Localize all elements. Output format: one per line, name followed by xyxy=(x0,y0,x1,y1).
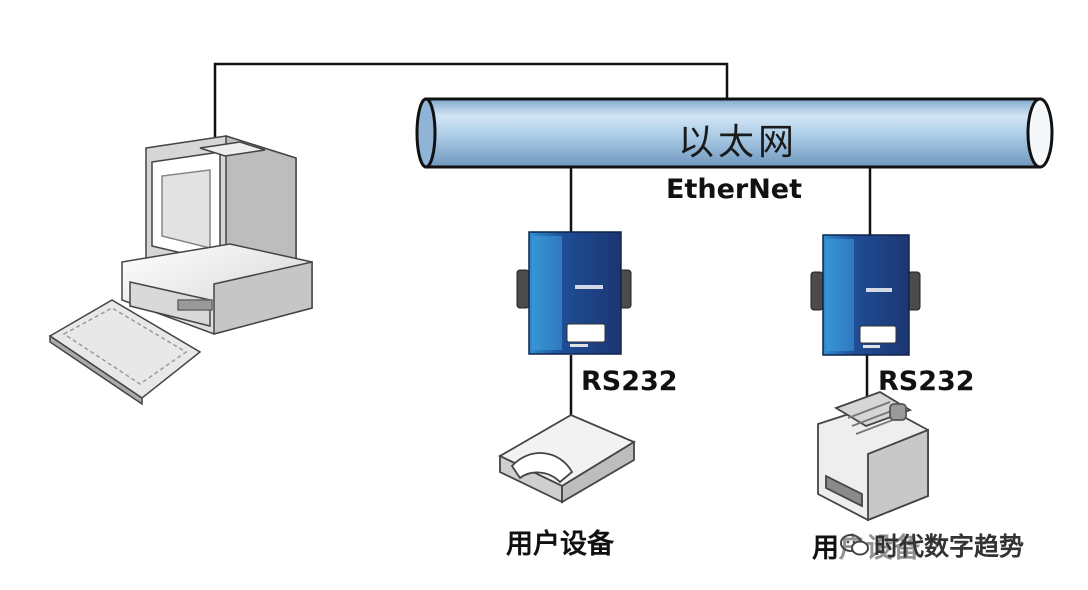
user-device-left-label: 用户设备 xyxy=(506,529,614,560)
serial-server-left-icon xyxy=(516,231,632,355)
watermark: 时代数字趋势 xyxy=(840,527,1025,563)
user-device-right-icon xyxy=(817,391,929,522)
ethernet-bus-pipe xyxy=(415,97,1054,169)
user-device-left-icon xyxy=(498,413,636,504)
serial-server-right-icon xyxy=(810,234,921,356)
wechat-icon xyxy=(840,534,869,556)
ethernet-label: EtherNet xyxy=(666,174,803,205)
pc-computer-icon xyxy=(48,134,313,406)
rs232-right-label: RS232 xyxy=(878,366,975,397)
rs232-left-label: RS232 xyxy=(581,366,678,397)
pc-to-ethernet-line xyxy=(213,62,729,140)
ethernet-pipe-label: 以太网 xyxy=(678,122,799,163)
watermark-text: 时代数字趋势 xyxy=(874,532,1025,561)
connection-lines xyxy=(213,62,872,415)
